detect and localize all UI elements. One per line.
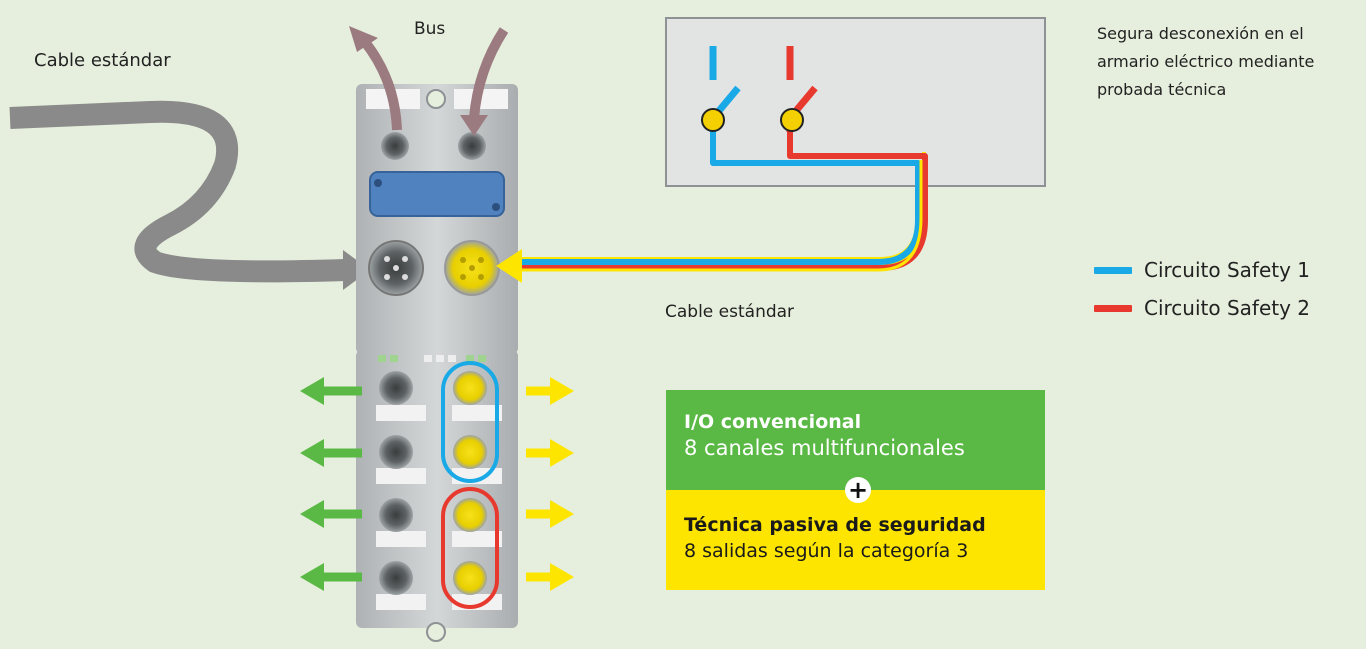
bus-connector-in (381, 132, 409, 160)
passive-safety-box: Técnica pasiva de seguridad 8 salidas se… (666, 490, 1045, 590)
legend-swatch-safety-2 (1094, 304, 1132, 312)
legend-item-safety-2: Circuito Safety 2 (1094, 296, 1310, 320)
plus-icon: + (845, 477, 871, 503)
legend-item-safety-1: Circuito Safety 1 (1094, 258, 1310, 282)
legend-swatch-safety-1 (1094, 266, 1132, 274)
io-connectors (376, 371, 502, 610)
bus-connector-out (458, 132, 486, 160)
bus-label: Bus (414, 19, 446, 39)
mounting-hole-top (426, 89, 446, 109)
safety-switch-2 (780, 46, 818, 132)
io-port-left-1 (379, 371, 413, 405)
cabinet-note: Segura desconexión en el armario eléctri… (1097, 24, 1315, 99)
conventional-io-title: I/O convencional (684, 411, 862, 433)
safety-wiring (510, 130, 928, 272)
safety-output-arrows (526, 377, 574, 591)
io-port-left-2 (379, 435, 413, 469)
safety-switch-1 (701, 46, 741, 132)
bus-arrow-out (361, 38, 402, 131)
io-port-right-1 (453, 371, 487, 405)
standard-cable (9, 100, 346, 283)
io-port-left-3 (379, 498, 413, 532)
io-port-right-4 (453, 561, 487, 595)
cable-label-left: Cable estándar (34, 50, 171, 71)
legend-label-safety-1: Circuito Safety 1 (1144, 258, 1311, 282)
bus-arrow-out-head (349, 26, 378, 52)
cable-label-middle: Cable estándar (665, 302, 795, 322)
bus-arrow-in (469, 27, 509, 119)
bus-arrow-in-head (460, 115, 488, 136)
legend-label-safety-2: Circuito Safety 2 (1144, 296, 1311, 320)
io-module (356, 84, 518, 642)
safety-2-group-outline (441, 487, 499, 609)
io-port-right-3 (453, 498, 487, 532)
conventional-io-box: I/O convencional 8 canales multifunciona… (666, 390, 1045, 490)
passive-safety-subtitle: 8 salidas según la categoría 3 (684, 540, 969, 562)
safety-1-group-outline (441, 361, 499, 483)
passive-safety-title: Técnica pasiva de seguridad (684, 514, 986, 536)
conventional-io-arrows (300, 377, 362, 591)
io-port-right-2 (453, 435, 487, 469)
address-cover (369, 171, 505, 217)
io-port-left-4 (379, 561, 413, 595)
safety-cable-arrowhead (496, 249, 522, 283)
conventional-io-subtitle: 8 canales multifuncionales (684, 436, 965, 460)
mounting-hole-bottom (426, 622, 446, 642)
